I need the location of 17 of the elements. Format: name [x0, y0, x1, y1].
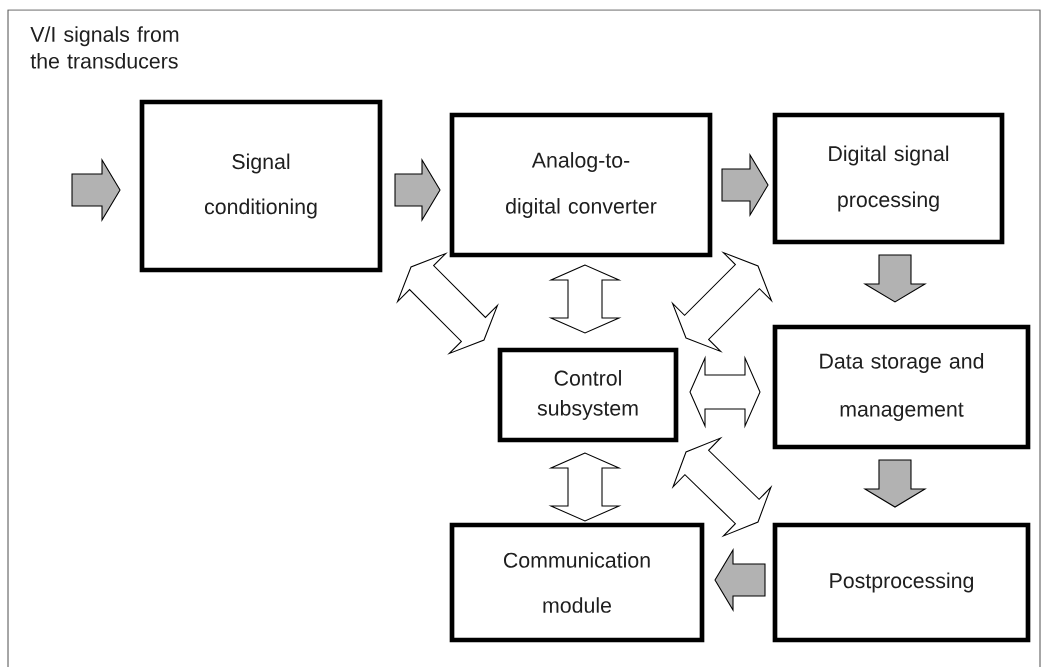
block-arrow	[714, 548, 766, 612]
process-box: Data storage and management	[772, 324, 1031, 450]
process-box: Signal conditioning	[139, 99, 383, 273]
process-box: Communication module	[449, 522, 705, 643]
block-arrow	[71, 158, 121, 222]
input-label: V/I signals from the transducers	[30, 26, 179, 69]
process-box: Digital signal processing	[772, 112, 1005, 245]
block-arrow	[721, 153, 769, 217]
block-arrow	[394, 158, 441, 222]
block-arrow	[863, 254, 927, 303]
process-box: Analog-to-digital converter	[449, 112, 713, 258]
process-box: Postprocessing	[772, 522, 1031, 643]
double-block-arrow	[548, 264, 622, 334]
double-block-arrow	[548, 452, 622, 522]
block-arrow	[863, 459, 927, 508]
process-box: Control subsystem	[497, 347, 679, 443]
double-block-arrow	[689, 355, 761, 429]
